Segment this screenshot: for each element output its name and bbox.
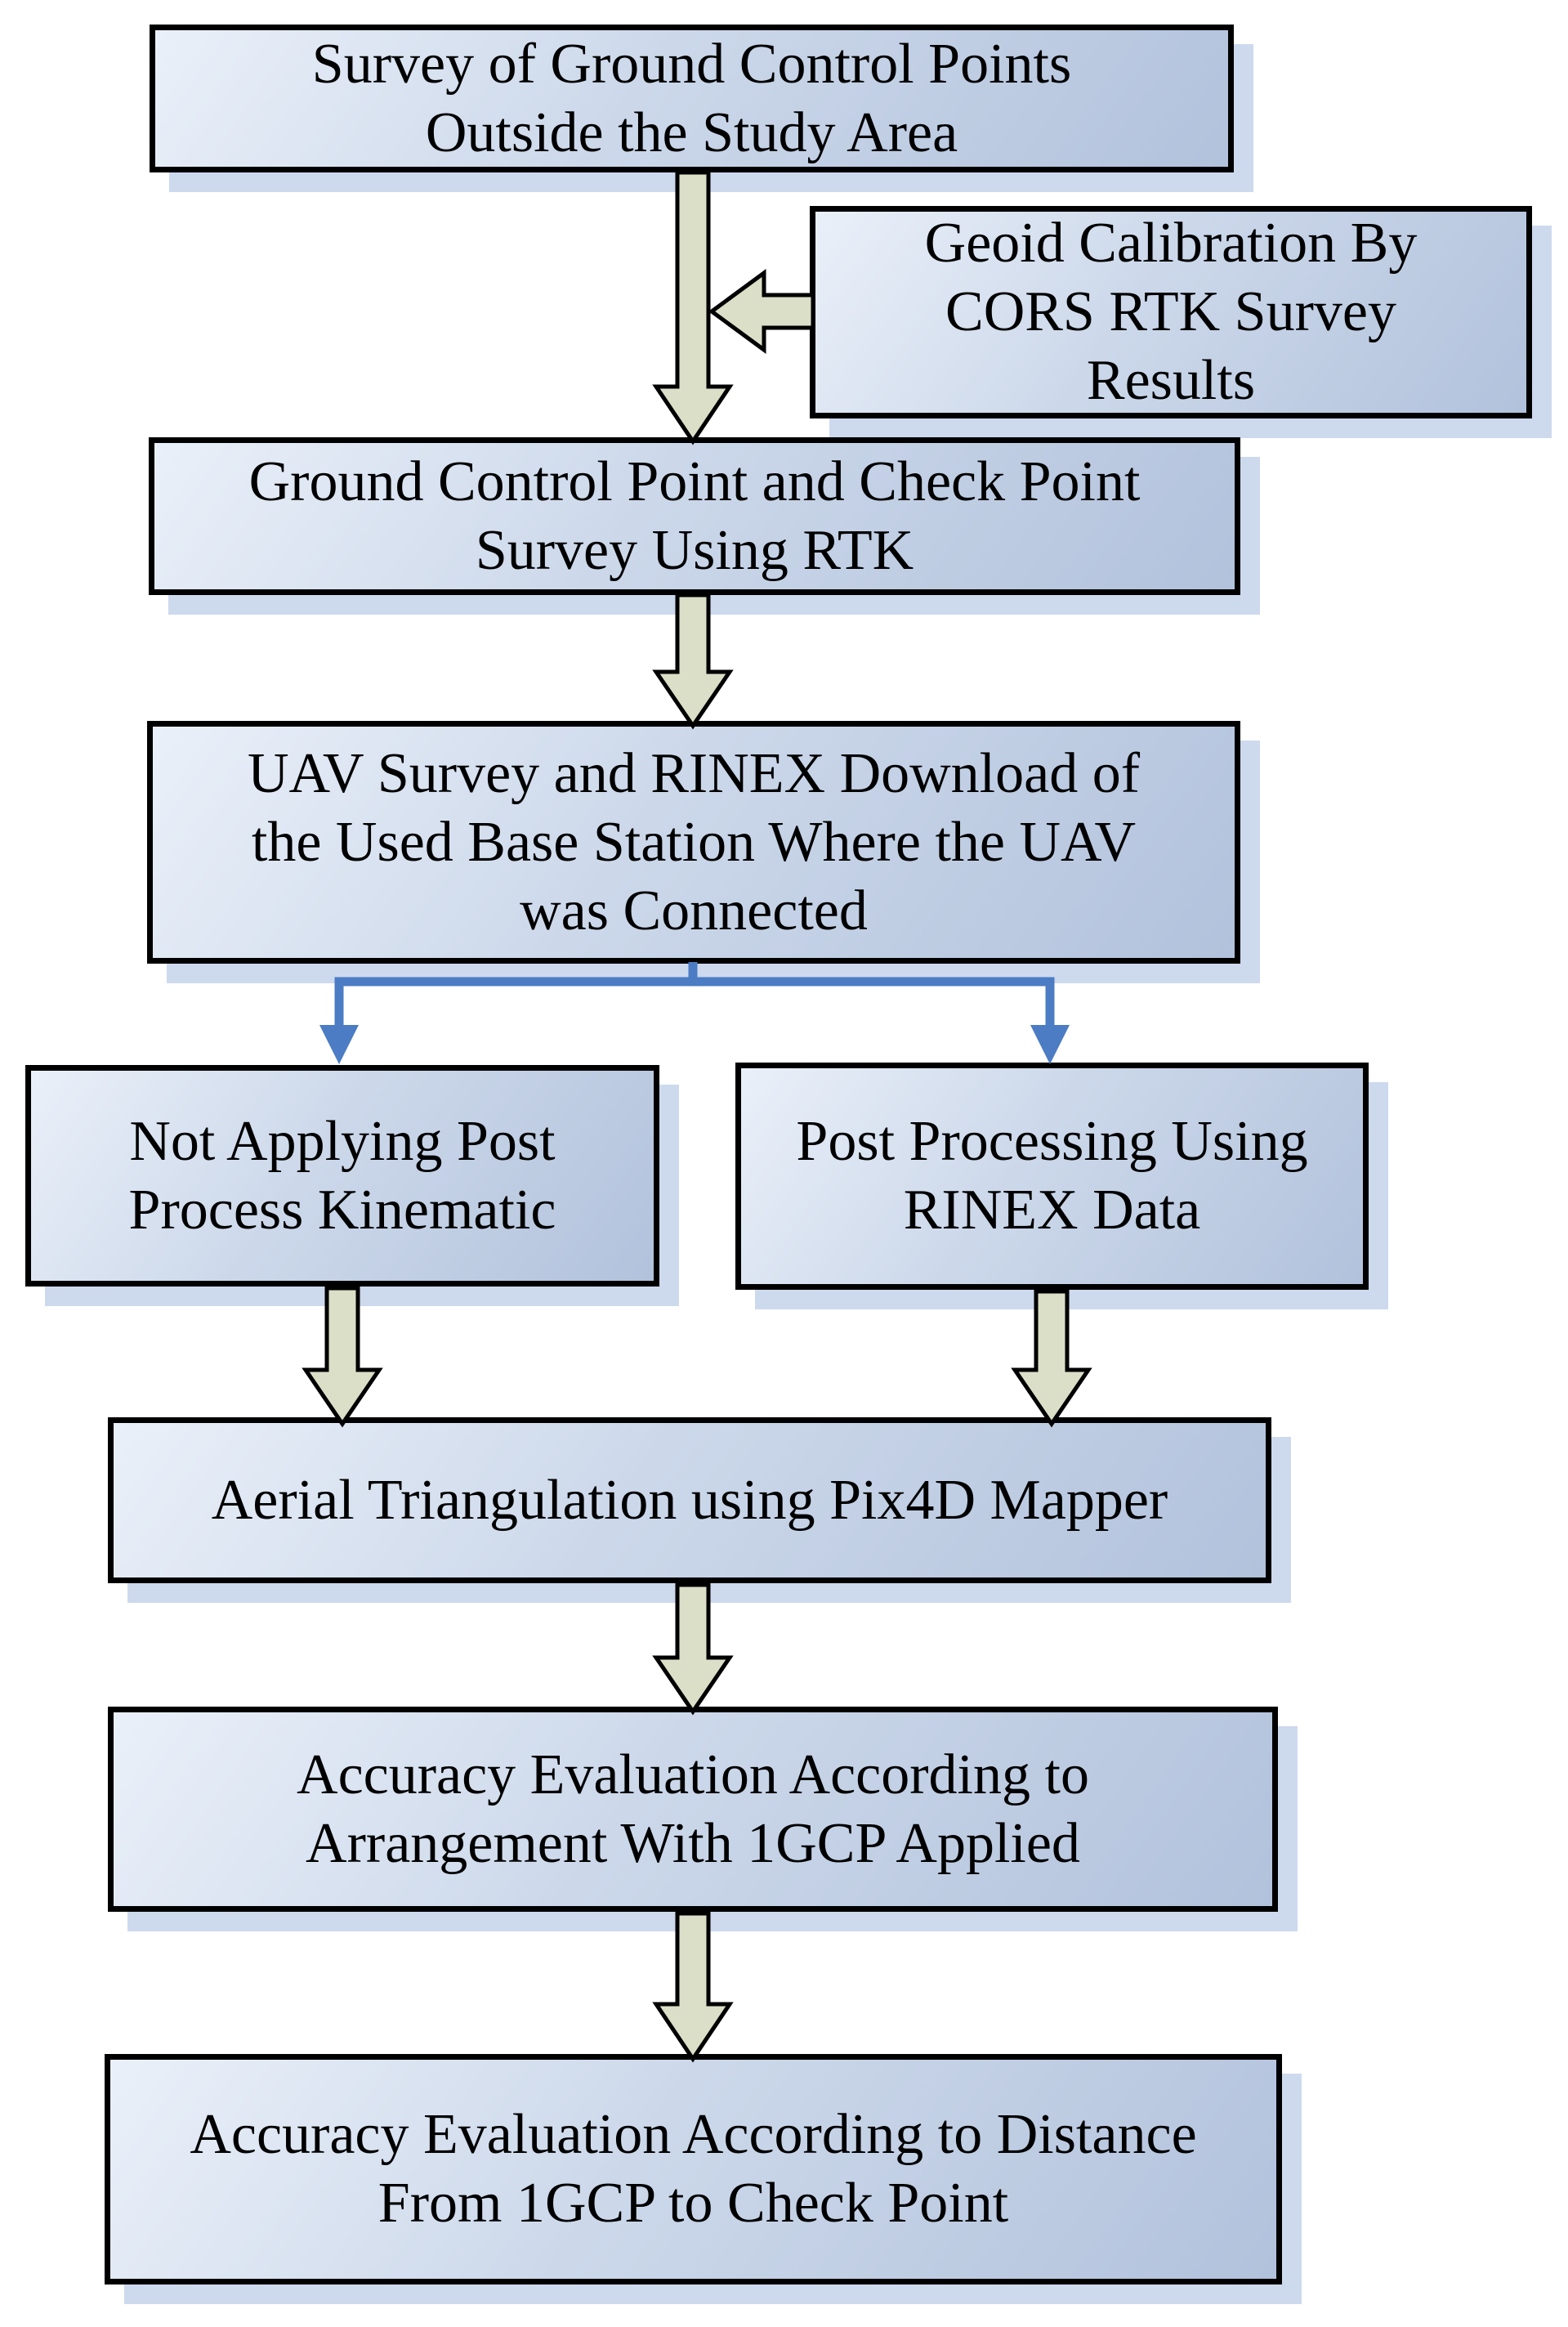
split-connector-lines [334, 962, 1055, 1028]
split-arrowhead-left-icon [319, 1025, 359, 1064]
node-gcp-checkpoint-survey: Ground Control Point and Check Point Sur… [149, 437, 1240, 595]
split-connector [319, 962, 1070, 1064]
block-arrow-survey-to-gcp-icon [652, 170, 734, 445]
node-uav-survey: UAV Survey and RINEX Download of the Use… [147, 721, 1240, 964]
node-ppk-rinex: Post Processing Using RINEX Data [735, 1063, 1369, 1290]
node-geoid-calibration: Geoid Calibration By CORS RTK Survey Res… [810, 206, 1532, 418]
block-arrow-geoid-left-icon [708, 269, 815, 354]
node-survey-gcp: Survey of Ground Control Points Outside … [150, 25, 1234, 172]
node-accuracy-distance: Accuracy Evaluation According to Distanc… [105, 2054, 1282, 2284]
block-arrow-aerial-to-arrangement-icon [652, 1582, 734, 1716]
node-no-ppk: Not Applying Post Process Kinematic [25, 1065, 659, 1287]
node-accuracy-arrangement: Accuracy Evaluation According to Arrange… [108, 1707, 1278, 1912]
block-arrow-arrangement-to-distance-icon [652, 1911, 734, 2063]
block-arrow-noppk-to-aerial-icon [302, 1286, 383, 1428]
split-arrowhead-right-icon [1030, 1025, 1070, 1064]
node-aerial-triangulation: Aerial Triangulation using Pix4D Mapper [108, 1417, 1271, 1583]
block-arrow-ppk-to-aerial-icon [1011, 1289, 1092, 1428]
block-arrow-gcp-to-uav-icon [652, 593, 734, 730]
